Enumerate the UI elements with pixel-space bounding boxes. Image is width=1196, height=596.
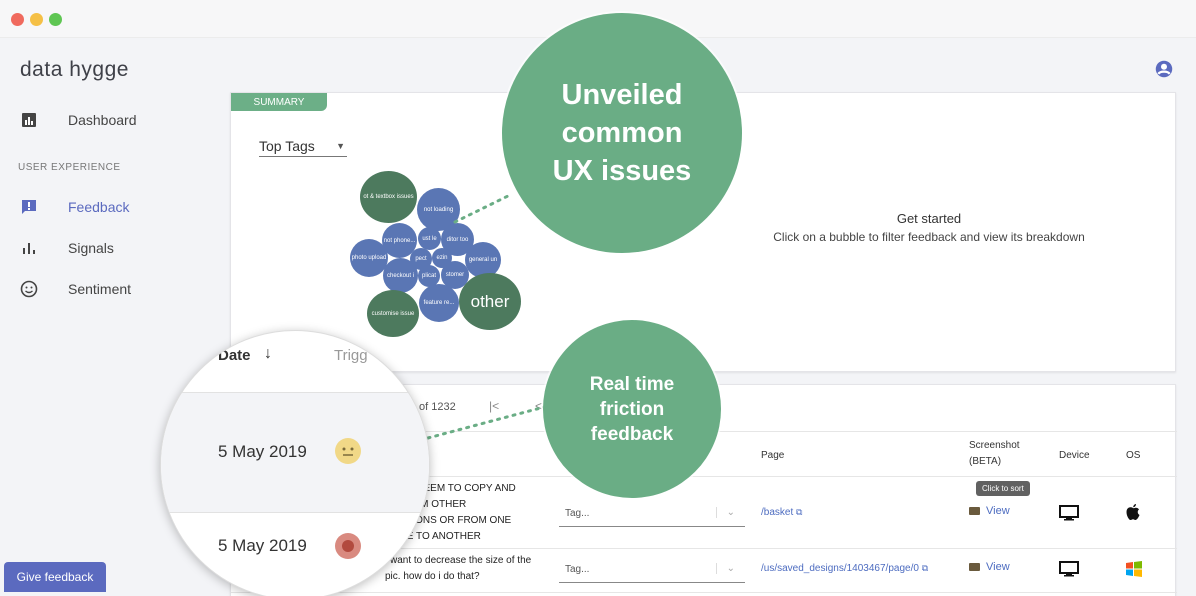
give-feedback-button[interactable]: Give feedback [4, 562, 106, 592]
apple-icon [1126, 504, 1140, 520]
callout-line: feedback [590, 423, 674, 445]
sidebar-item-feedback[interactable]: Feedback [20, 197, 129, 217]
desktop-icon [1059, 561, 1079, 577]
tag-bubble[interactable]: pect [410, 248, 432, 270]
sidebar-item-dashboard[interactable]: Dashboard [20, 110, 137, 130]
sort-tooltip: Click to sort [976, 481, 1030, 496]
view-label: View [986, 505, 1010, 517]
page-path: /us/saved_designs/1403467/page/0 [761, 563, 919, 574]
tag-bubble-other[interactable]: other [459, 273, 521, 330]
feedback-text-line: CTIONS OR FROM ONE [399, 515, 512, 526]
neutral-face-icon [335, 438, 361, 464]
row-date: 5 May 2019 [218, 442, 307, 461]
smiley-icon [20, 280, 38, 298]
tag-bubble[interactable]: ust le [418, 227, 441, 250]
external-link-icon: ⧉ [921, 563, 929, 573]
feedback-text-line: FROM OTHER [399, 499, 467, 510]
sidebar-item-label: Dashboard [68, 112, 137, 128]
tag-bubble[interactable]: customise issue [367, 290, 419, 337]
get-started-title: Get started [896, 211, 962, 226]
callout-unveiled-ux-issues: Unveiled common UX issues [502, 13, 742, 253]
page-path: /basket [761, 507, 794, 518]
arrow-down-icon: ↓ [264, 345, 272, 362]
sidebar-section-label: USER EXPERIENCE [18, 162, 121, 173]
page-link[interactable]: /basket ⧉ [761, 507, 802, 518]
bar-chart-icon [20, 111, 38, 129]
tag-input[interactable]: Tag... ⌄ [559, 557, 745, 583]
dropdown-value: Top Tags [259, 137, 315, 154]
view-label: View [986, 561, 1010, 573]
angry-face-icon [335, 533, 361, 559]
callout-line: Unveiled [561, 79, 683, 111]
tag-placeholder: Tag... [565, 508, 590, 519]
external-link-icon: ⧉ [796, 507, 803, 517]
tag-placeholder: Tag... [565, 564, 590, 575]
column-header-page[interactable]: Page [761, 450, 785, 461]
feedback-text-line: i want to decrease the size of the [385, 555, 532, 566]
row-date: 5 May 2019 [218, 536, 307, 555]
feedback-text: N'T SEEM TO COPY AND FROM OTHER CTIONS O… [399, 481, 569, 545]
tag-input[interactable]: Tag... ⌄ [559, 501, 745, 527]
view-screenshot-link[interactable]: View [969, 505, 1010, 517]
tag-bubble[interactable]: feature re... [419, 284, 459, 322]
sidebar-item-signals[interactable]: Signals [20, 238, 114, 258]
callout-real-time-feedback: Real time friction feedback [543, 320, 721, 498]
account-circle-icon[interactable] [1155, 60, 1173, 78]
tag-bubble[interactable]: photo upload [350, 239, 388, 277]
tag-bubble[interactable]: ot & textbox issues [360, 171, 417, 223]
callout-line: friction [599, 398, 665, 420]
feedback-text-line: pic. how do i do that? [385, 571, 480, 582]
tag-bubble[interactable]: checkout i [383, 258, 418, 293]
camera-icon [969, 507, 980, 515]
magnifier-row: 5 May 2019 [161, 393, 429, 513]
callout-line: UX issues [552, 155, 692, 187]
column-header-screenshot[interactable]: Screenshot [969, 440, 1020, 451]
magnifier-header: Date ↓ Trigg [161, 331, 429, 393]
summary-tab[interactable]: SUMMARY [231, 93, 327, 111]
page-link[interactable]: /us/saved_designs/1403467/page/0 ⧉ [761, 563, 928, 574]
feedback-text: i want to decrease the size of the pic. … [385, 553, 555, 585]
sidebar-item-label: Sentiment [68, 281, 132, 297]
chevron-down-icon[interactable]: ⌄ [715, 507, 735, 518]
windows-icon [1126, 561, 1142, 577]
prev-page-icon[interactable]: < [535, 399, 543, 413]
feedback-text-line: GE TO ANOTHER [399, 531, 481, 542]
signal-bars-icon [20, 239, 38, 257]
trigger-column-header[interactable]: Trigg [334, 347, 368, 364]
column-header-os[interactable]: OS [1126, 450, 1141, 461]
desktop-icon [1059, 505, 1079, 521]
callout-line: common [561, 117, 683, 149]
column-header-screenshot-beta: (BETA) [969, 456, 1002, 467]
sidebar-item-sentiment[interactable]: Sentiment [20, 279, 131, 299]
maximize-window-button[interactable] [49, 13, 62, 26]
get-started-subtitle: Click on a bubble to filter feedback and… [773, 230, 1085, 244]
minimize-window-button[interactable] [30, 13, 43, 26]
top-tags-dropdown[interactable]: Top Tags ▼ [259, 135, 347, 157]
magnifier-zoom: Date ↓ Trigg 5 May 2019 5 May 2019 [160, 330, 430, 596]
sidebar-item-label: Feedback [68, 199, 130, 215]
feedback-text-line: N'T SEEM TO COPY AND [399, 483, 516, 494]
date-column-header[interactable]: Date [218, 347, 251, 364]
app-logo[interactable]: data hygge [20, 58, 129, 81]
sidebar-item-label: Signals [68, 240, 114, 256]
callout-line: Real time [589, 373, 675, 395]
feedback-icon [20, 198, 38, 216]
table-row[interactable]: i want to decrease the size of the pic. … [231, 549, 1177, 593]
tag-bubble[interactable]: plicat [418, 265, 440, 287]
chevron-down-icon[interactable]: ⌄ [715, 563, 735, 574]
column-header-device[interactable]: Device [1059, 450, 1090, 461]
table-row[interactable]: N'T SEEM TO COPY AND FROM OTHER CTIONS O… [231, 477, 1177, 549]
view-screenshot-link[interactable]: View [969, 561, 1010, 573]
camera-icon [969, 563, 980, 571]
close-window-button[interactable] [11, 13, 24, 26]
tag-bubble[interactable]: general un [465, 242, 501, 278]
caret-down-icon: ▼ [336, 140, 345, 151]
first-page-icon[interactable]: |< [489, 399, 500, 413]
